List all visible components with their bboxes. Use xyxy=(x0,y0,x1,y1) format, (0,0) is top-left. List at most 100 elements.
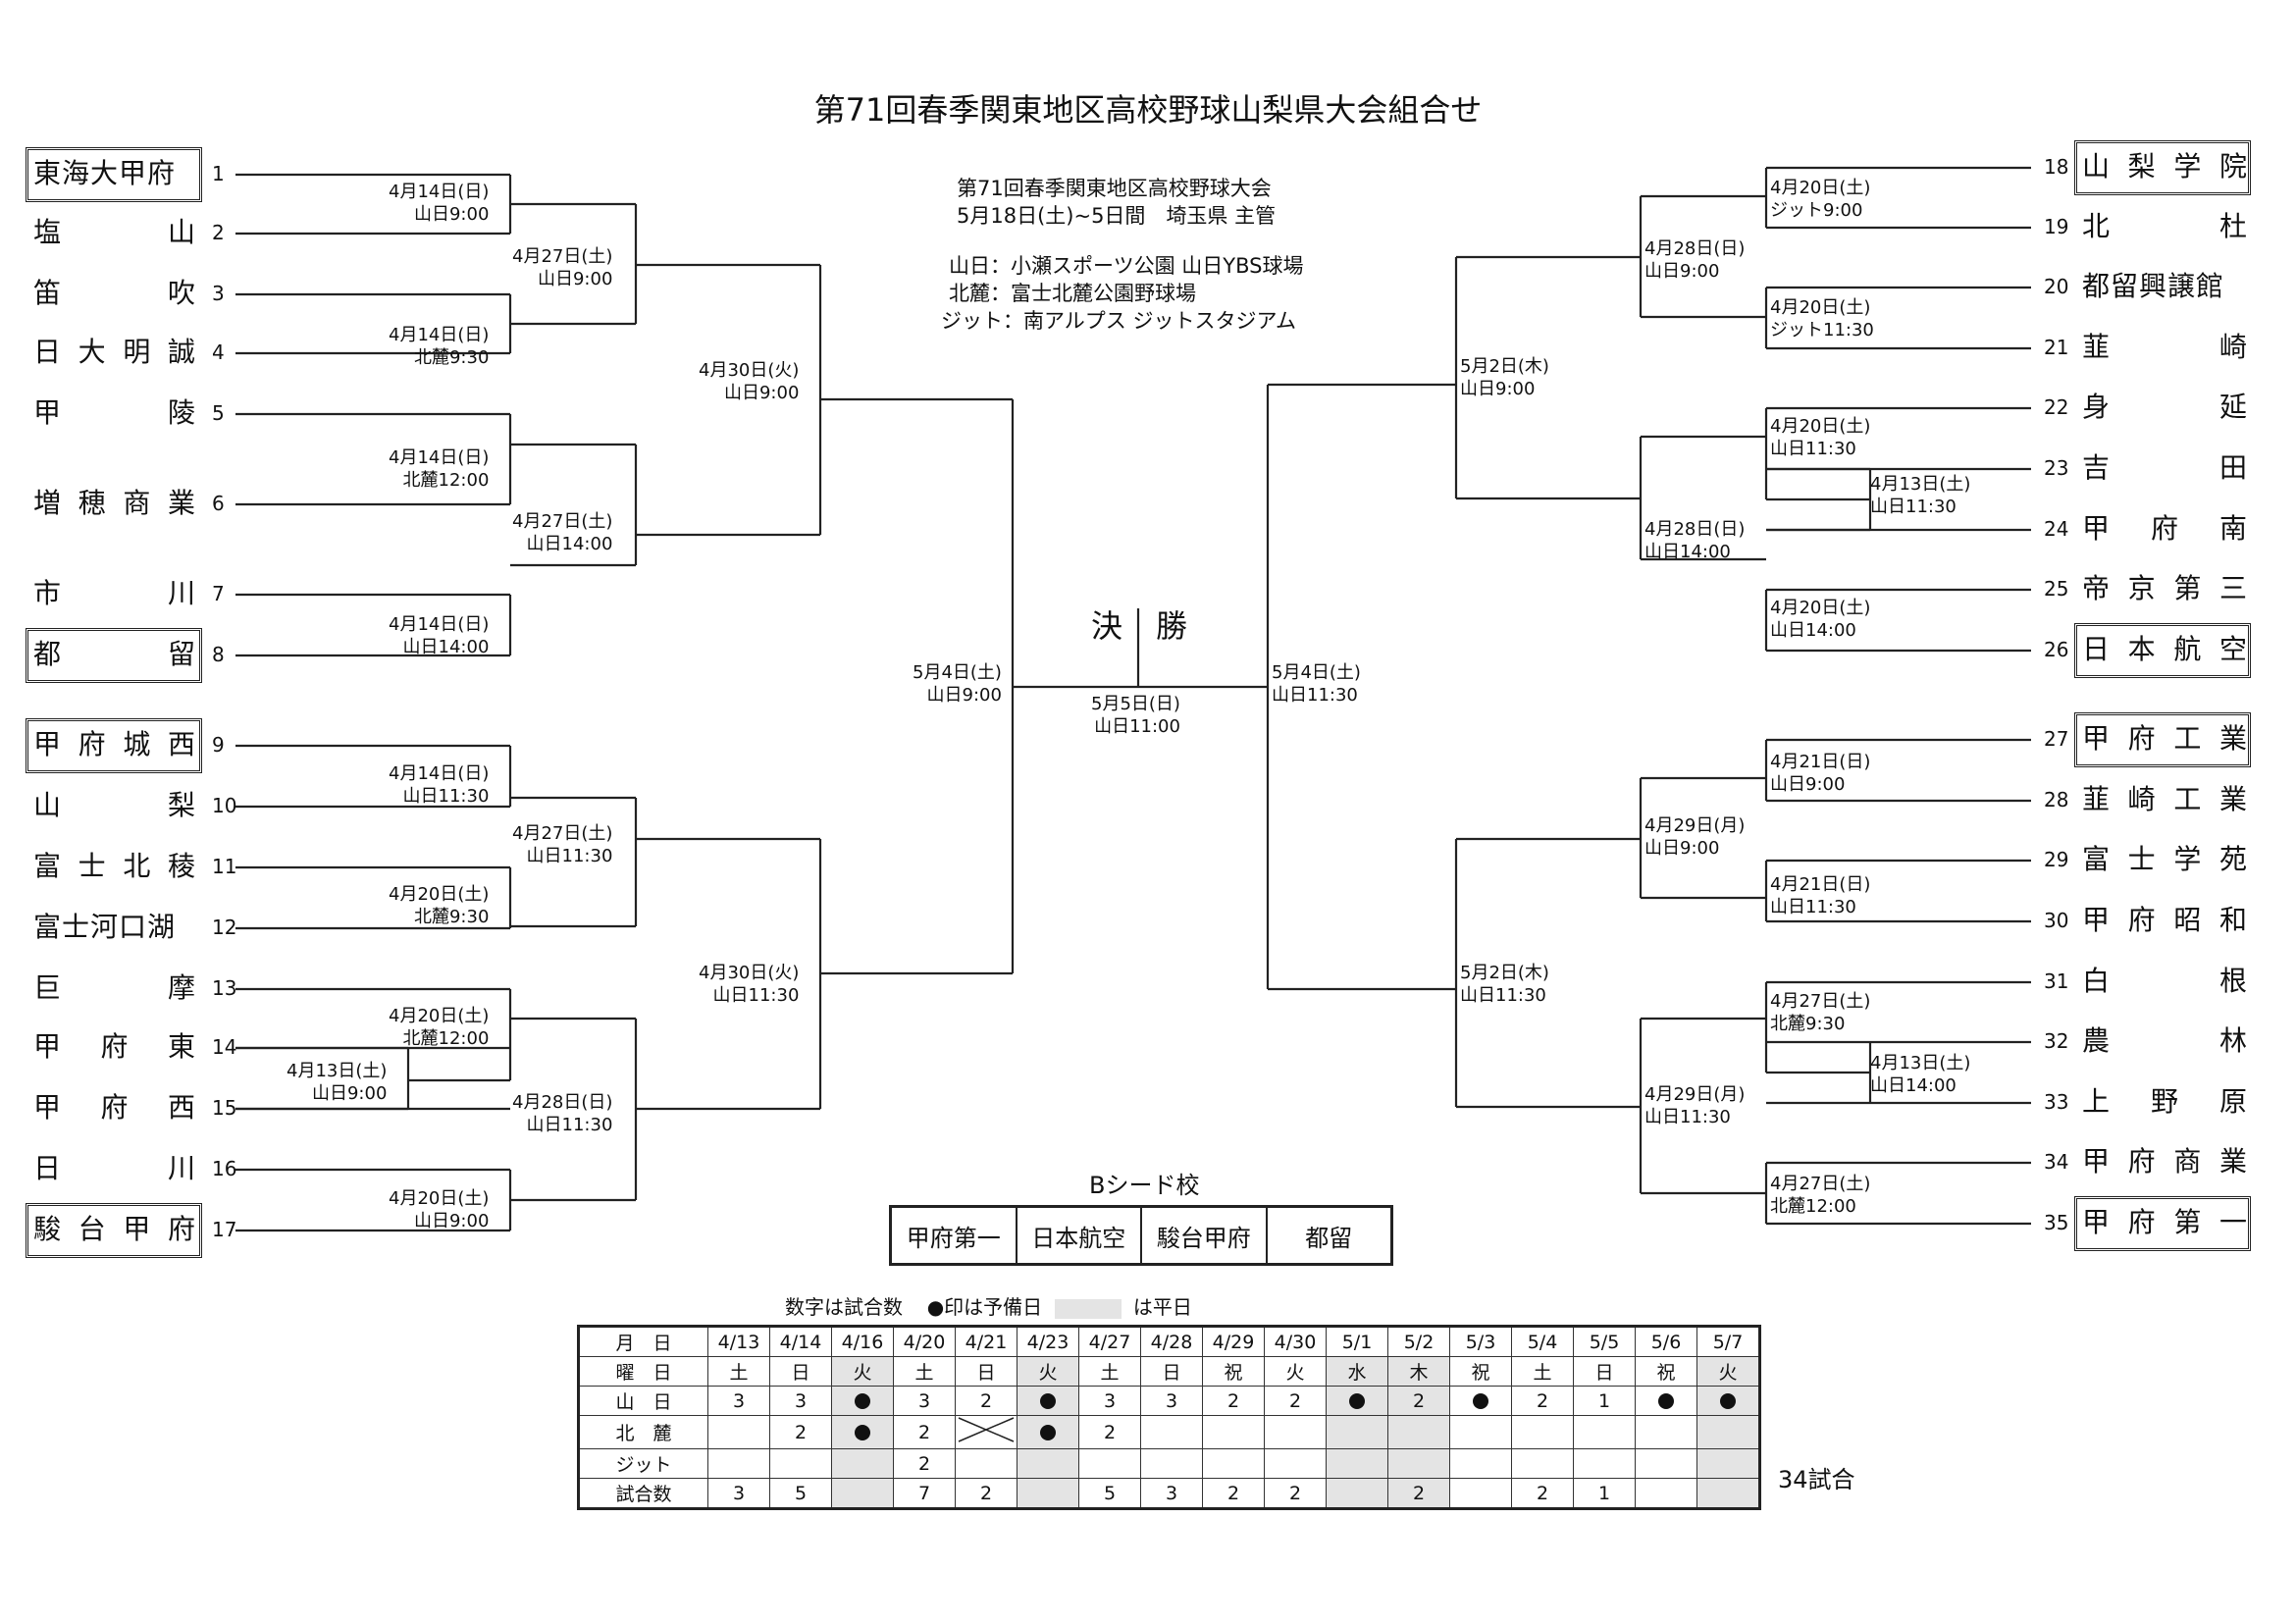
schedule-cell: 土 xyxy=(893,1356,956,1387)
game-date: 4月28日(日)山日11:30 xyxy=(512,1092,613,1136)
schedule-cell: 4/30 xyxy=(1264,1326,1327,1357)
team-left: 日大明誠 xyxy=(33,336,195,368)
team-right: 山梨学院 xyxy=(2082,150,2247,183)
schedule-cell xyxy=(831,1448,894,1479)
team-number: 25 xyxy=(2044,577,2069,601)
team-number: 6 xyxy=(212,492,225,515)
seed-box xyxy=(26,718,202,773)
team-number: 3 xyxy=(212,282,225,305)
b-seed-table: 甲府第一 日本航空 駿台甲府 都留 xyxy=(889,1205,1393,1266)
team-right: 富士学苑 xyxy=(2082,843,2247,875)
page-title: 第71回春季関東地区高校野球山梨県大会組合せ xyxy=(813,91,1483,129)
team-number: 24 xyxy=(2044,517,2069,541)
cross-icon xyxy=(958,1417,1015,1442)
schedule-cell: 日 xyxy=(769,1356,832,1387)
game-date: 4月30日(火)山日9:00 xyxy=(699,360,800,404)
schedule-cell: 火 xyxy=(1017,1356,1079,1387)
schedule-cell: 2 xyxy=(769,1415,832,1449)
team-right: 甲府第一 xyxy=(2082,1206,2247,1238)
team-number: 14 xyxy=(212,1035,237,1059)
team-number: 19 xyxy=(2044,215,2069,238)
game-date: 4月28日(日)山日9:00 xyxy=(1644,238,1746,283)
team-left: 甲府東 xyxy=(33,1030,195,1063)
schedule-row-label: 曜 日 xyxy=(578,1356,708,1387)
team-left: 都留 xyxy=(33,638,195,670)
schedule-cell xyxy=(707,1415,770,1449)
schedule-cell xyxy=(1264,1448,1327,1479)
team-left: 駿台甲府 xyxy=(33,1213,195,1245)
schedule-cell: 木 xyxy=(1387,1356,1450,1387)
schedule-cell: 2 xyxy=(1511,1386,1574,1416)
schedule-cell xyxy=(831,1386,894,1416)
schedule-cell: 火 xyxy=(831,1356,894,1387)
team-number: 4 xyxy=(212,340,225,364)
schedule-cell: 3 xyxy=(1140,1478,1203,1509)
team-number: 12 xyxy=(212,916,237,939)
schedule-cell xyxy=(1078,1448,1141,1479)
schedule-cell xyxy=(1264,1415,1327,1449)
team-right: 白根 xyxy=(2082,965,2247,997)
reserve-dot-icon xyxy=(1040,1425,1056,1440)
team-number: 10 xyxy=(212,794,237,817)
game-date: 4月28日(日)山日14:00 xyxy=(1644,519,1746,563)
schedule-cell: 4/29 xyxy=(1202,1326,1265,1357)
schedule-cell xyxy=(1017,1448,1079,1479)
schedule-cell: 1 xyxy=(1573,1478,1636,1509)
schedule-cell xyxy=(769,1448,832,1479)
schedule-cell: 3 xyxy=(893,1386,956,1416)
schedule-cell xyxy=(1696,1448,1760,1479)
game-date: 4月20日(土)ジット11:30 xyxy=(1770,297,1874,341)
team-right: 甲府南 xyxy=(2082,512,2247,545)
game-date: 4月27日(土)山日11:30 xyxy=(512,823,613,867)
team-right: 吉田 xyxy=(2082,451,2247,484)
team-number: 16 xyxy=(212,1157,237,1180)
schedule-cell xyxy=(831,1415,894,1449)
game-date: 4月14日(日)山日11:30 xyxy=(389,763,490,808)
schedule-cell: 日 xyxy=(1573,1356,1636,1387)
schedule-cell: 3 xyxy=(769,1386,832,1416)
legend-count: 数字は試合数 xyxy=(785,1295,903,1319)
game-date: 4月27日(土)北麓9:30 xyxy=(1770,991,1871,1035)
schedule-cell: 5/3 xyxy=(1449,1326,1512,1357)
seed-box xyxy=(2074,712,2251,767)
team-number: 7 xyxy=(212,582,225,605)
schedule-cell xyxy=(831,1478,894,1509)
game-date: 4月29日(月)山日11:30 xyxy=(1644,1084,1746,1128)
schedule-cell xyxy=(1635,1415,1697,1449)
schedule-row-label: 北 麓 xyxy=(578,1415,708,1449)
team-left: 巨摩 xyxy=(33,971,195,1004)
schedule-cell: 土 xyxy=(1511,1356,1574,1387)
team-number: 29 xyxy=(2044,848,2069,871)
team-right: 甲府昭和 xyxy=(2082,904,2247,936)
schedule-cell: 3 xyxy=(1078,1386,1141,1416)
team-number: 13 xyxy=(212,976,237,1000)
schedule-cell: 5/5 xyxy=(1573,1326,1636,1357)
schedule-cell: 2 xyxy=(1387,1386,1450,1416)
team-right: 農林 xyxy=(2082,1024,2247,1057)
game-date: 5月2日(木)山日11:30 xyxy=(1460,963,1549,1007)
team-number: 17 xyxy=(212,1218,237,1241)
game-date: 4月13日(土)山日11:30 xyxy=(1870,474,1971,518)
game-date: 4月27日(土)山日14:00 xyxy=(512,511,613,555)
team-right: 北杜 xyxy=(2082,210,2247,242)
schedule-cell xyxy=(1696,1415,1760,1449)
schedule-cell xyxy=(1017,1386,1079,1416)
team-left: 富士河口湖 xyxy=(33,911,177,943)
game-date: 4月20日(土)ジット9:00 xyxy=(1770,178,1871,222)
game-date: 4月13日(土)山日9:00 xyxy=(287,1061,388,1105)
team-number: 30 xyxy=(2044,909,2069,932)
game-date: 4月29日(月)山日9:00 xyxy=(1644,815,1746,860)
final-label-2: 勝 xyxy=(1156,607,1188,645)
team-right: 身延 xyxy=(2082,391,2247,423)
schedule-cell xyxy=(1511,1415,1574,1449)
team-number: 20 xyxy=(2044,275,2069,298)
schedule-cell: 4/16 xyxy=(831,1326,894,1357)
schedule-cell: 5/7 xyxy=(1696,1326,1760,1357)
team-left: 増穂商業 xyxy=(33,487,195,519)
schedule-cell: 2 xyxy=(1078,1415,1141,1449)
game-date: 4月13日(土)山日14:00 xyxy=(1870,1053,1971,1097)
schedule-row-label: 月 日 xyxy=(578,1326,708,1357)
game-date: 5月4日(土)山日9:00 xyxy=(913,662,1002,707)
game-date: 5月4日(土)山日11:30 xyxy=(1272,662,1361,707)
